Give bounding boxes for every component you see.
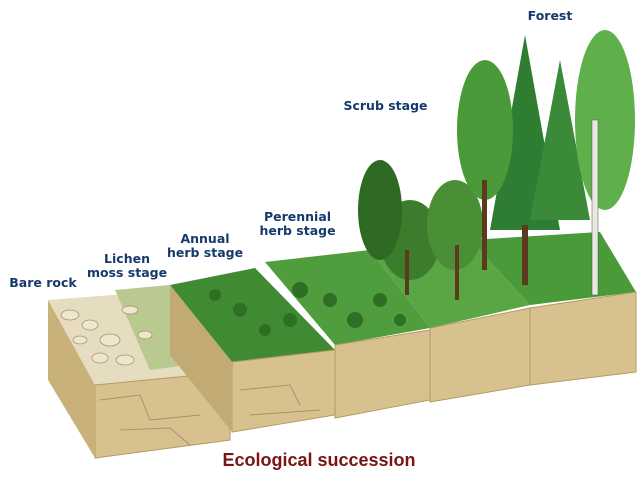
label-forest: Forest (527, 8, 573, 23)
bedrock-cracks (99, 384, 321, 446)
label-annual-herb: Annual herb stage (166, 231, 244, 260)
forest-trees (457, 30, 635, 296)
block-annual-herb-front (231, 349, 336, 433)
block-bare-rock-side (48, 300, 95, 458)
label-perennial-herb: Perennial herb stage (259, 209, 336, 238)
scrub-bushes (358, 160, 483, 300)
diagram-title: Ecological succession (222, 450, 416, 470)
block-annual-herb-side (170, 285, 232, 432)
label-scrub: Scrub stage (343, 98, 428, 113)
block-perennial-herb-front (334, 329, 431, 419)
soil-blocks (48, 232, 637, 459)
label-bare-rock: Bare rock (9, 275, 77, 290)
block-forest-front (529, 291, 637, 386)
herb-tufts (209, 282, 406, 336)
label-lichen-moss: Lichen moss stage (86, 251, 168, 280)
rock-pebbles (60, 305, 153, 366)
block-perennial-herb (265, 250, 430, 345)
